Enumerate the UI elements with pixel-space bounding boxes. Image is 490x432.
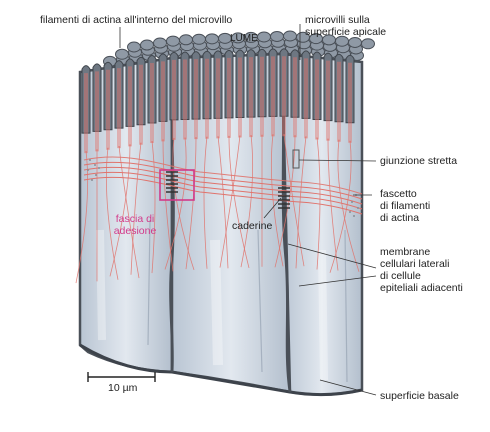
actin-rootlet <box>295 136 307 269</box>
actin-rootlet <box>219 135 241 268</box>
microvillus <box>235 49 245 119</box>
microvilli-layer <box>81 30 375 134</box>
microvillus <box>81 65 91 134</box>
microvillus-tip <box>127 41 141 53</box>
microvillus <box>301 50 311 119</box>
cadherin-junctions <box>87 159 359 217</box>
label-adhesion-belt: fascia di adesione <box>113 213 157 237</box>
microvillus <box>202 50 212 120</box>
microvillus <box>92 63 102 132</box>
microvillus-tip <box>270 30 284 42</box>
actin-rootlet <box>228 135 250 269</box>
microvillus <box>147 55 157 124</box>
microvillus <box>279 48 289 117</box>
label-tight-junction: giunzione stretta <box>380 155 458 167</box>
microvillus <box>345 54 355 124</box>
basal-membrane <box>79 343 363 397</box>
microvillus <box>246 49 256 118</box>
lateral-membrane <box>280 55 292 393</box>
label-lumen: LUME <box>230 33 258 44</box>
microvillus <box>169 51 179 121</box>
actin-bundle-band <box>83 156 363 215</box>
actin-rootlet <box>118 146 140 279</box>
microvillus <box>224 49 234 119</box>
label-basal-surface: superficie basale <box>380 390 459 402</box>
leader-lines <box>119 24 377 396</box>
actin-rootlet <box>164 137 187 270</box>
microvillus-tip <box>192 33 206 45</box>
microvillus-tip <box>166 35 180 47</box>
microvillus <box>312 51 322 120</box>
label-actin-bundle: fascetto di filamenti di actina <box>380 188 431 224</box>
microvillus <box>114 60 124 129</box>
label-lateral-membranes: membrane cellulari laterali di cellule e… <box>380 246 463 294</box>
microvillus-tip <box>205 33 219 45</box>
microvillus <box>323 52 333 122</box>
actin-rootlet <box>109 144 131 277</box>
actin-rootlet <box>274 135 296 268</box>
actin-rootlet <box>105 147 119 280</box>
actin-rootlet <box>240 135 254 268</box>
microvillus <box>213 50 223 119</box>
epithelial-cells <box>78 52 364 397</box>
scale-bar <box>87 372 156 382</box>
scale-bar-label: 10 µm <box>108 382 138 394</box>
actin-rootlet <box>172 137 195 271</box>
microvillus-tip <box>140 39 154 51</box>
microvillus-tip <box>361 38 375 50</box>
microvillus <box>334 53 344 123</box>
microvillus <box>290 49 300 118</box>
microvillus <box>125 58 135 127</box>
actin-rootlet <box>75 151 89 284</box>
microvillus-tip <box>153 37 167 49</box>
microvillus <box>257 48 267 118</box>
tight-junction-marker <box>292 149 300 169</box>
microvillus-tip <box>179 34 193 46</box>
actin-rootlet <box>130 142 142 275</box>
microvillus-tip <box>283 30 297 42</box>
microvillus <box>268 48 278 117</box>
actin-rootlet <box>217 136 229 269</box>
actin-rootlet <box>337 139 360 272</box>
actin-filaments <box>75 56 360 284</box>
label-microvilli-surface: microvilli sulla superficie apicale <box>305 14 387 38</box>
label-cadherins: caderine <box>232 220 273 232</box>
actin-rootlet <box>203 136 208 269</box>
adhesion-highlight-box <box>159 169 195 201</box>
label-actin-microvilli: filamenti di actina all'interno del micr… <box>40 14 233 26</box>
microvillus-tip <box>115 48 129 60</box>
microvillus <box>191 51 201 120</box>
actin-rootlet <box>283 134 305 267</box>
microvillus <box>180 51 190 121</box>
microvillus <box>103 61 113 131</box>
microvillus <box>158 53 168 122</box>
microvillus-tip <box>348 37 362 48</box>
actin-rootlet <box>151 140 156 274</box>
microvillus-tip <box>257 31 271 43</box>
actin-rootlet <box>162 139 174 272</box>
microvillus <box>136 56 146 126</box>
